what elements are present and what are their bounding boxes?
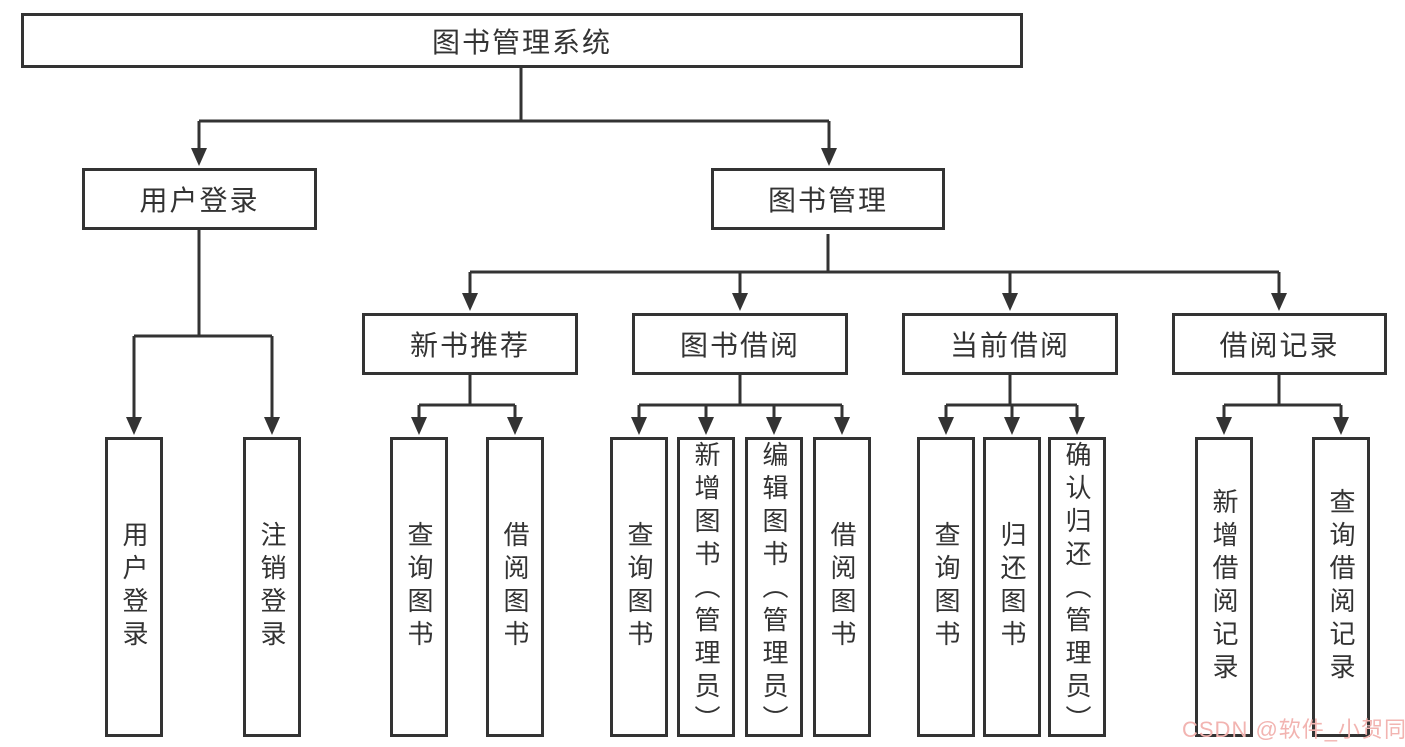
leaf-records-query-record-label: 查询借阅记录 [1326,488,1356,686]
leaf-logout-label: 注销登录 [257,521,287,653]
leaf-current-return-books: 归还图书 [983,437,1041,737]
leaf-records-query-record: 查询借阅记录 [1312,437,1370,737]
arrowheads-book-borrow-to-leaves [631,417,850,435]
connector-records-to-leaves [1222,375,1343,419]
leaf-recommend-query-books-label: 查询图书 [404,521,434,653]
leaf-records-add-record-label: 新增借阅记录 [1209,488,1239,686]
leaf-borrowing-edit-books-admin: 编辑图书（管理员） [745,437,803,738]
node-borrowing-records: 借阅记录 [1172,313,1387,375]
leaf-recommend-borrow-books: 借阅图书 [486,437,544,737]
arrowheads-book-mgmt-to-sections [462,293,1287,311]
leaf-logout: 注销登录 [243,437,301,737]
leaf-recommend-borrow-books-label: 借阅图书 [500,521,530,653]
node-root-system-label: 图书管理系统 [431,26,612,58]
node-book-borrowing-label: 图书借阅 [679,330,800,361]
leaf-borrowing-borrow-books-label: 借阅图书 [827,521,857,653]
node-current-borrowing-label: 当前借阅 [949,330,1070,361]
connector-book-borrow-to-leaves [637,375,844,419]
node-current-borrowing: 当前借阅 [902,313,1118,375]
csdn-watermark: CSDN @软件_小贺同学 [1182,717,1405,742]
node-borrowing-records-label: 借阅记录 [1219,330,1340,361]
leaf-user-login-label: 用户登录 [119,521,149,653]
connector-new-book-to-leaves [417,375,517,419]
arrowheads-root-to-branches [191,148,837,166]
node-user-login: 用户登录 [82,168,317,230]
node-book-management-label: 图书管理 [767,185,888,216]
node-book-management: 图书管理 [711,168,945,230]
leaf-borrowing-add-books-admin: 新增图书（管理员） [677,437,735,738]
leaf-user-login: 用户登录 [105,437,163,737]
leaf-current-query-books-label: 查询图书 [931,521,961,653]
node-user-login-label: 用户登录 [139,185,260,216]
leaf-borrowing-add-books-admin-label: 新增图书（管理员） [691,441,721,738]
node-new-book-recommend-label: 新书推荐 [409,330,530,361]
arrowheads-user-login-to-leaves [126,417,280,435]
leaf-borrowing-query-books-label: 查询图书 [624,521,654,653]
leaf-borrowing-query-books: 查询图书 [610,437,668,737]
node-book-borrowing: 图书借阅 [632,313,848,375]
leaf-current-query-books: 查询图书 [917,437,975,737]
node-root-system: 图书管理系统 [21,13,1023,68]
leaf-recommend-query-books: 查询图书 [390,437,448,737]
leaf-records-add-record: 新增借阅记录 [1195,437,1253,737]
leaf-current-confirm-return-admin-label: 确认归还（管理员） [1062,441,1092,738]
leaf-current-confirm-return-admin: 确认归还（管理员） [1048,437,1106,738]
connector-book-mgmt-to-sections [468,234,1281,295]
connector-user-login-to-leaves [132,230,274,419]
node-new-book-recommend: 新书推荐 [362,313,578,375]
arrowheads-new-book-to-leaves [411,417,523,435]
connector-root-to-branches [197,68,831,150]
connector-current-borrow-to-leaves [944,375,1079,419]
leaf-borrowing-borrow-books: 借阅图书 [813,437,871,737]
leaf-borrowing-edit-books-admin-label: 编辑图书（管理员） [759,441,789,738]
arrowheads-records-to-leaves [1216,417,1349,435]
arrowheads-current-borrow-to-leaves [938,417,1085,435]
leaf-current-return-books-label: 归还图书 [997,521,1027,653]
